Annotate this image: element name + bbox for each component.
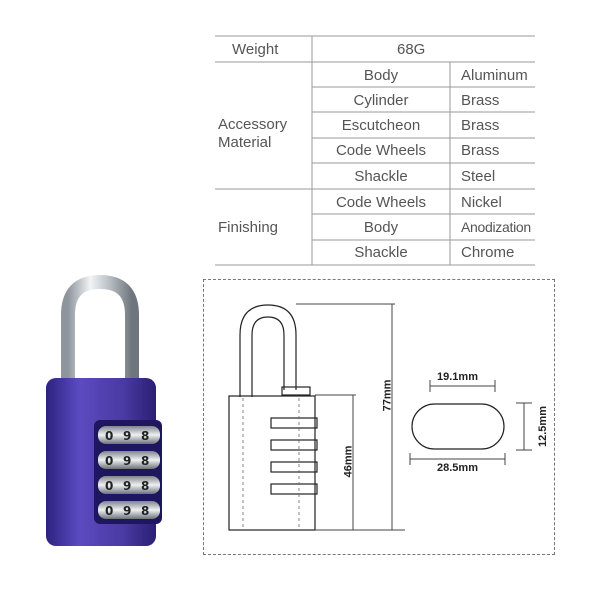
- accessory-value: Brass: [461, 92, 500, 109]
- wheel-digit: 0: [105, 479, 113, 493]
- finishing-value: Chrome: [461, 244, 515, 261]
- accessory-part: Shackle: [354, 168, 408, 185]
- thickness-dimension: 12.5mm: [536, 406, 549, 447]
- accessory-part: Body: [363, 67, 399, 84]
- accessory-value: Brass: [461, 117, 500, 134]
- outer-width-dimension: 28.5mm: [437, 462, 478, 474]
- weight-value: 68G: [397, 41, 426, 58]
- finishing-part: Body: [363, 219, 399, 236]
- finishing-label: Finishing: [218, 219, 279, 236]
- padlock-photo: 0 9 8 0 9 8 0 9 8 0 9 8: [46, 274, 162, 546]
- wheel-digit: 0: [105, 504, 113, 518]
- wheel-digit: 9: [123, 504, 131, 518]
- wheel-digit: 8: [141, 429, 149, 443]
- accessory-label-line2: Material: [218, 134, 272, 151]
- body-height-dimension: 46mm: [342, 445, 355, 478]
- accessory-part: Cylinder: [353, 92, 409, 109]
- accessory-value: Aluminum: [461, 67, 528, 84]
- wheel-digit: 8: [141, 479, 149, 493]
- finishing-part: Code Wheels: [335, 194, 427, 211]
- weight-label: Weight: [232, 41, 279, 58]
- spec-table: Weight 68G Accessory Material Body Alumi…: [0, 0, 600, 270]
- accessory-label-line1: Accessory: [218, 116, 288, 133]
- technical-drawing-frame: [203, 279, 555, 555]
- inner-width-dimension: 19.1mm: [437, 371, 478, 383]
- wheel-digit: 9: [123, 429, 131, 443]
- wheel-digit: 0: [105, 429, 113, 443]
- finishing-value: Nickel: [461, 194, 502, 211]
- spec-table-grid: [215, 35, 535, 266]
- wheel-digit: 9: [123, 454, 131, 468]
- shackle-shape: [61, 274, 139, 395]
- wheel-digit: 8: [141, 454, 149, 468]
- wheel-digit: 9: [123, 479, 131, 493]
- accessory-value: Steel: [461, 168, 496, 185]
- total-height-dimension: 77mm: [381, 379, 394, 412]
- accessory-value: Brass: [461, 142, 500, 159]
- finishing-part: Shackle: [354, 244, 408, 261]
- code-wheels: [98, 426, 160, 519]
- finishing-value: Anodization: [461, 219, 531, 235]
- cross-section-shape: [411, 403, 505, 450]
- wheel-digit: 8: [141, 504, 149, 518]
- wheel-housing-shape: [94, 420, 162, 524]
- wheel-digit: 0: [105, 454, 113, 468]
- accessory-part: Code Wheels: [335, 142, 427, 159]
- accessory-part: Escutcheon: [341, 117, 421, 134]
